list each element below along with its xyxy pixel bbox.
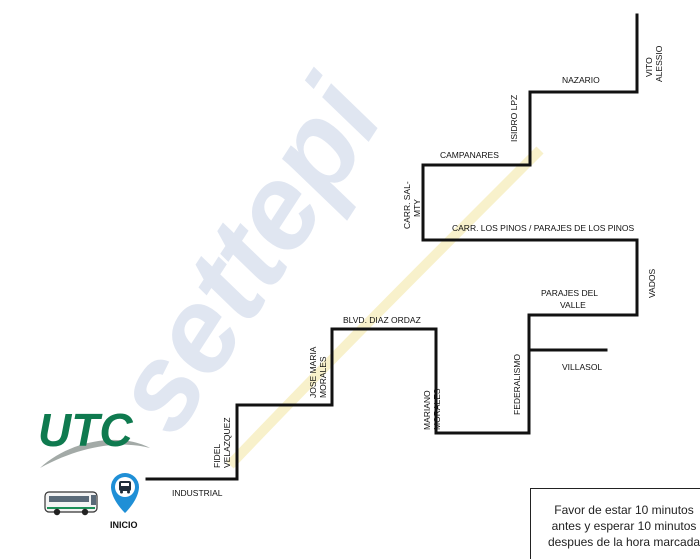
street-jose-maria-2: MORALES (318, 356, 328, 398)
notice-box: Favor de estar 10 minutos antes y espera… (530, 488, 700, 559)
street-parajes-valle-1: PARAJES DEL (541, 288, 598, 298)
route-map: settepi INDUSTRIAL FIDEL VELAZQUEZ JOSE … (38, 13, 664, 530)
street-vito-2: ALESSIO (654, 45, 664, 82)
street-nazario: NAZARIO (562, 75, 600, 85)
bus-icon (44, 491, 98, 516)
street-diaz-ordaz: BLVD. DIAZ ORDAZ (343, 315, 421, 325)
street-mariano-2: MORALES (432, 388, 442, 430)
utc-logo: UTC (38, 404, 150, 468)
street-sal-mty-2: MTY (412, 199, 422, 217)
route-line (145, 13, 639, 481)
bus-stop-icon (111, 473, 139, 513)
street-industrial: INDUSTRIAL (172, 488, 223, 498)
street-fidel-1: FIDEL (212, 444, 222, 468)
street-parajes-valle-2: VALLE (560, 300, 586, 310)
street-vados: VADOS (647, 269, 657, 298)
street-isidro: ISIDRO LPZ (509, 95, 519, 142)
notice-line-2: antes y esperar 10 minutos (551, 519, 697, 533)
street-mariano-1: MARIANO (422, 390, 432, 430)
street-sal-mty-1: CARR. SAL- (402, 181, 412, 229)
street-jose-maria-1: JOSE MARIA (308, 346, 318, 398)
street-villasol: VILLASOL (562, 362, 602, 372)
street-federalismo: FEDERALISMO (512, 354, 522, 415)
notice-line-1: Favor de estar 10 minutos (554, 503, 694, 517)
watermark-swoosh (226, 146, 544, 469)
street-fidel-2: VELAZQUEZ (222, 417, 232, 468)
street-los-pinos: CARR. LOS PINOS / PARAJES DE LOS PINOS (452, 223, 634, 233)
notice-line-3: despues de la hora marcada (547, 535, 700, 549)
street-vito-1: VITO (644, 57, 654, 77)
start-label: INICIO (110, 520, 138, 530)
notice-text: Favor de estar 10 minutos antes y espera… (531, 489, 700, 550)
logo-text: UTC (38, 404, 133, 456)
logo-swoosh (40, 439, 150, 468)
watermark-text: settepi (84, 55, 408, 455)
street-campanares: CAMPANARES (440, 150, 499, 160)
